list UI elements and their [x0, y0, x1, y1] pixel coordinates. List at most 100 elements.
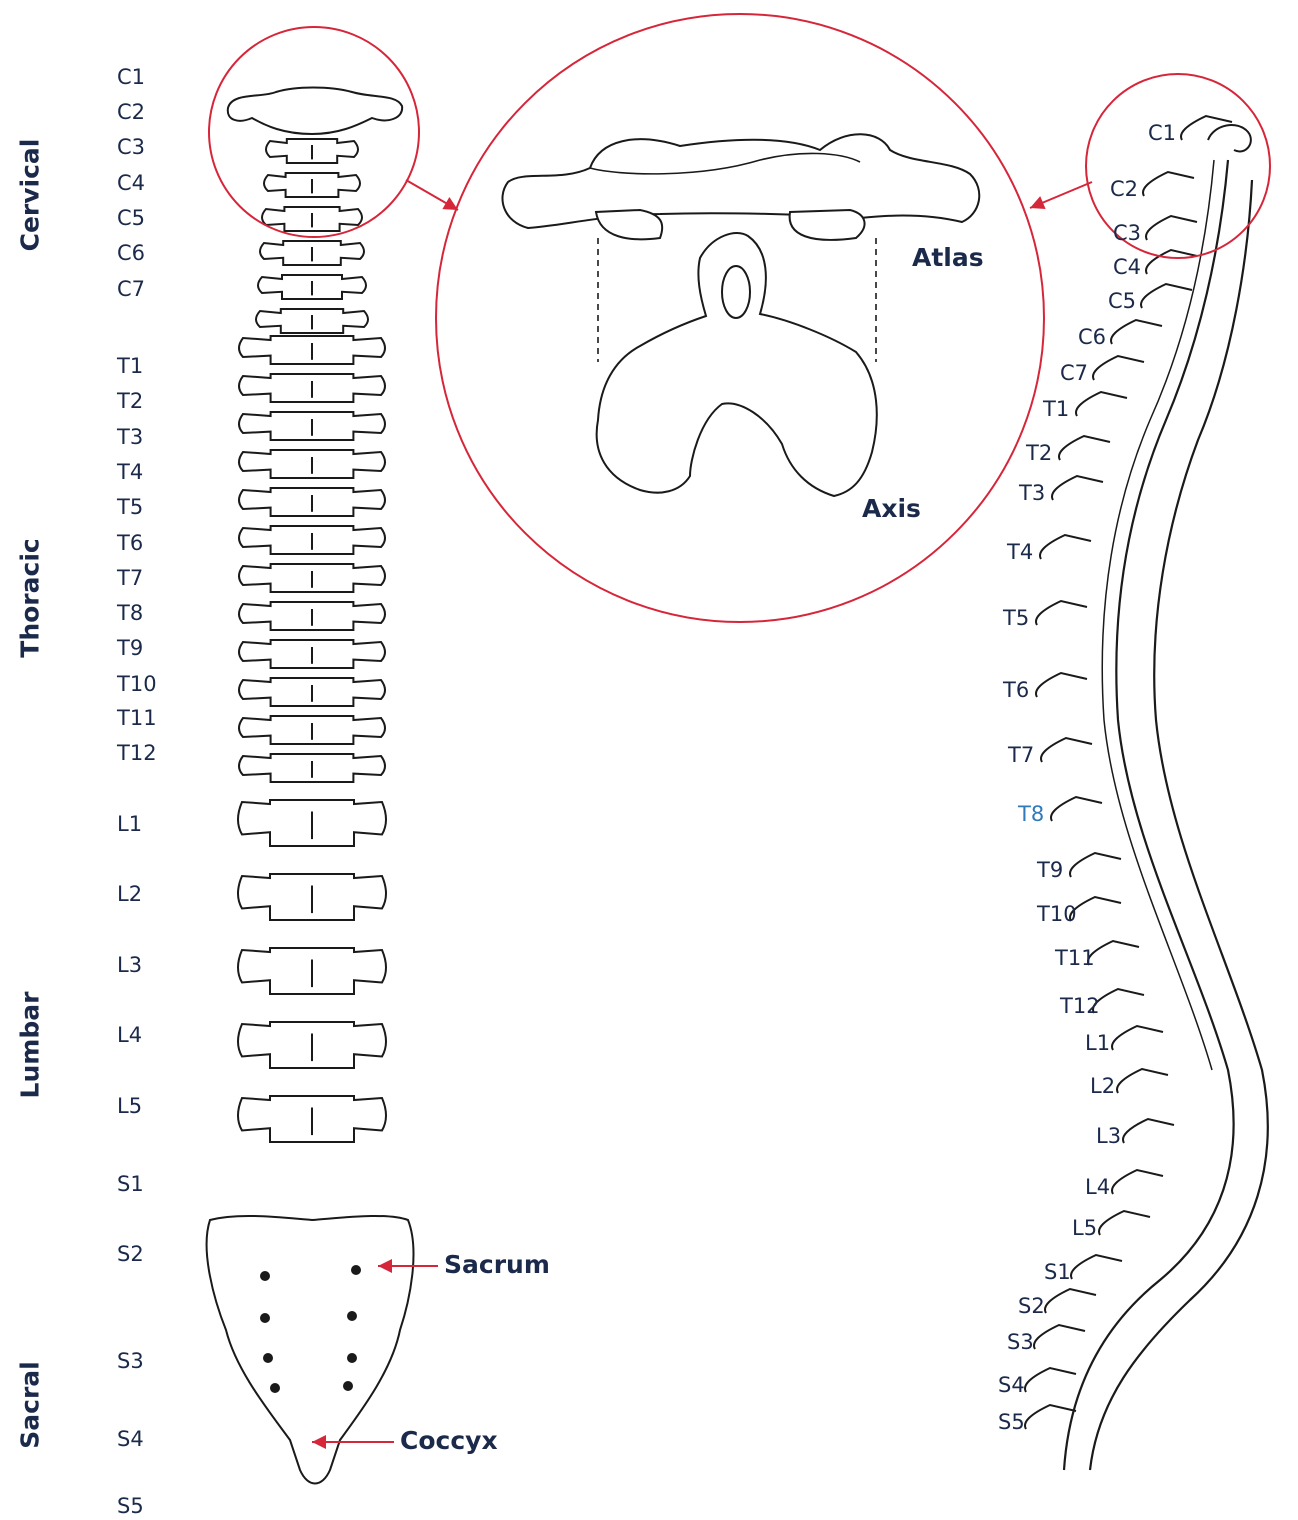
- lateral-vertebra-label: T7: [1008, 745, 1034, 766]
- posterior-vertebra-label: C5: [117, 208, 145, 229]
- lateral-vertebra-label: T12: [1060, 996, 1100, 1017]
- region-thoracic: Thoracic: [16, 538, 45, 657]
- lateral-spinous-process: [1052, 476, 1103, 500]
- atlas-label: Atlas: [912, 245, 984, 270]
- sacral-foramen: [351, 1265, 361, 1275]
- lateral-vertebra-label: T9: [1037, 860, 1063, 881]
- lateral-posterior-outline: [1064, 160, 1234, 1470]
- sacral-foramen: [260, 1313, 270, 1323]
- dens-detail: [722, 266, 750, 318]
- lateral-spinous-process: [1071, 1255, 1122, 1279]
- sacral-foramen: [270, 1383, 280, 1393]
- lateral-anterior-outline: [1090, 180, 1268, 1470]
- lateral-vertebra-label: C1: [1148, 123, 1176, 144]
- posterior-vertebra-label: S5: [117, 1496, 144, 1517]
- sacral-foramen: [263, 1353, 273, 1363]
- lateral-vertebra-label: T1: [1043, 399, 1069, 420]
- lateral-spinous-process: [1034, 1325, 1085, 1349]
- lateral-spinous-process: [1112, 1170, 1163, 1194]
- lateral-spinous-process: [1045, 1289, 1096, 1313]
- lateral-vertebra-label: T3: [1019, 483, 1045, 504]
- lateral-vertebra-label: T5: [1003, 608, 1029, 629]
- lateral-spinous-process: [1141, 284, 1192, 308]
- coccyx-label: Coccyx: [400, 1428, 498, 1453]
- lateral-vertebra-label: C4: [1113, 257, 1141, 278]
- posterior-vertebra-label: T6: [117, 533, 143, 554]
- axis-label: Axis: [862, 496, 921, 521]
- atlas-vertebra: [228, 88, 402, 135]
- lateral-vertebra-label: C6: [1078, 327, 1106, 348]
- lateral-vertebra-label: S3: [1007, 1332, 1034, 1353]
- posterior-vertebra-label: T2: [117, 391, 143, 412]
- lateral-vertebra-label: C3: [1113, 223, 1141, 244]
- posterior-vertebra-label: S2: [117, 1244, 144, 1265]
- lateral-spinous-process: [1112, 1026, 1163, 1050]
- lateral-spinous-process: [1059, 436, 1110, 460]
- sacral-foramen: [347, 1311, 357, 1321]
- lateral-vertebra-label: C2: [1110, 179, 1138, 200]
- lateral-spinous-process: [1041, 738, 1092, 762]
- atlas-right-facet: [790, 210, 865, 240]
- lateral-spinous-process: [1088, 941, 1139, 965]
- posterior-vertebra-label: T7: [117, 568, 143, 589]
- atlas-left-facet: [596, 210, 662, 239]
- posterior-vertebra-label: T4: [117, 462, 143, 483]
- lateral-spinous-process: [1146, 216, 1197, 240]
- lateral-vertebra-label: T6: [1003, 680, 1029, 701]
- lateral-vertebra-label: L4: [1085, 1177, 1110, 1198]
- posterior-vertebra-label: L3: [117, 955, 142, 976]
- region-cervical: Cervical: [16, 139, 45, 252]
- lateral-vertebra-label: S2: [1018, 1296, 1045, 1317]
- lateral-vertebra-label: T10: [1037, 904, 1077, 925]
- lateral-spinous-process: [1036, 673, 1087, 697]
- posterior-vertebra-label: L2: [117, 884, 142, 905]
- lateral-vertebra-label: L5: [1072, 1218, 1097, 1239]
- posterior-vertebra-label: T3: [117, 427, 143, 448]
- posterior-vertebra-label: C2: [117, 102, 145, 123]
- lateral-spinous-process: [1051, 797, 1102, 821]
- sacrum-shape: [207, 1216, 414, 1484]
- lateral-vertebra-label: S4: [998, 1375, 1025, 1396]
- lateral-spinous-process: [1076, 392, 1127, 416]
- posterior-vertebra-label: C6: [117, 243, 145, 264]
- posterior-vertebra-label: S1: [117, 1174, 144, 1195]
- posterior-vertebra-label: T11: [117, 708, 157, 729]
- posterior-vertebra-label: T5: [117, 497, 143, 518]
- lateral-vertebra-label: L1: [1085, 1033, 1110, 1054]
- posterior-vertebra-label: L5: [117, 1096, 142, 1117]
- atlas-axis-detail-drawing: [502, 134, 979, 496]
- lateral-vertebra-label: C5: [1108, 291, 1136, 312]
- lateral-spinous-process: [1040, 535, 1091, 559]
- atlas-detail: [502, 134, 979, 228]
- lateral-vertebra-label: T8: [1018, 804, 1044, 825]
- lateral-spinous-process: [1025, 1368, 1076, 1392]
- posterior-vertebra-label: L1: [117, 814, 142, 835]
- posterior-vertebra-label: S3: [117, 1351, 144, 1372]
- posterior-vertebra-label: C4: [117, 173, 145, 194]
- sacral-foramen: [347, 1353, 357, 1363]
- posterior-vertebra-label: C7: [117, 279, 145, 300]
- lateral-spinous-process: [1093, 989, 1144, 1013]
- lateral-vertebra-label: T4: [1007, 542, 1033, 563]
- lateral-spinous-process: [1117, 1069, 1168, 1093]
- posterior-vertebra-label: L4: [117, 1025, 142, 1046]
- sacral-foramen: [260, 1271, 270, 1281]
- posterior-vertebra-label: T9: [117, 638, 143, 659]
- region-lumbar: Lumbar: [16, 992, 45, 1099]
- lateral-spinous-process: [1036, 601, 1087, 625]
- lateral-spinous-process: [1070, 897, 1121, 921]
- sacral-foramen: [343, 1381, 353, 1391]
- posterior-vertebra-label: T8: [117, 603, 143, 624]
- sacrum-label: Sacrum: [444, 1252, 550, 1277]
- lateral-atlas: [1208, 125, 1251, 151]
- posterior-vertebra-label: T1: [117, 356, 143, 377]
- lateral-vertebra-label: S1: [1044, 1262, 1071, 1283]
- region-sacral: Sacral: [16, 1361, 45, 1448]
- lateral-spinous-process: [1143, 172, 1194, 196]
- lateral-vertebra-label: T2: [1026, 443, 1052, 464]
- posterior-vertebra-label: C3: [117, 137, 145, 158]
- lateral-vertebra-label: L3: [1096, 1126, 1121, 1147]
- posterior-vertebra-label: C1: [117, 67, 145, 88]
